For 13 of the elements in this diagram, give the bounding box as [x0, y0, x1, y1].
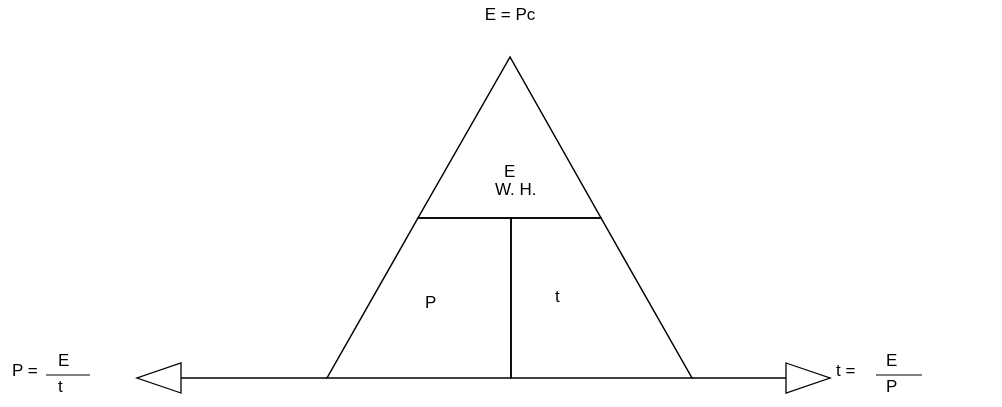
- section-label: t: [555, 288, 560, 306]
- section-label: W. H.: [495, 181, 537, 199]
- arrow: [136, 362, 328, 394]
- denominator: t: [58, 378, 63, 396]
- arrow: [691, 362, 831, 394]
- formula-label: E = Pc: [484, 6, 536, 24]
- section-label: P: [425, 294, 437, 312]
- numerator: E: [886, 352, 898, 370]
- denominator: P: [886, 378, 898, 396]
- numerator: E: [58, 352, 70, 370]
- formula-lhs: P =: [12, 362, 38, 380]
- formula-lhs: t =: [836, 362, 856, 380]
- section-label: E: [504, 163, 516, 181]
